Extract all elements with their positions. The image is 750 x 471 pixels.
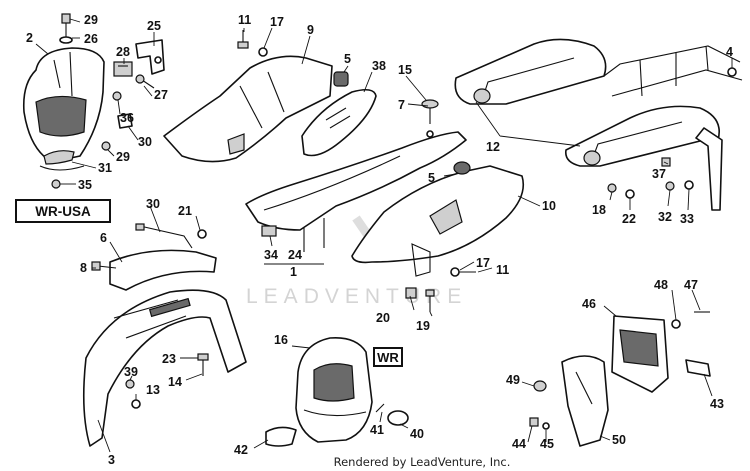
bolt-11-17 bbox=[237, 30, 268, 57]
callout-24: 24 bbox=[288, 248, 302, 262]
callout-45: 45 bbox=[540, 437, 554, 451]
mudflap-50 bbox=[561, 355, 609, 447]
clip-28 bbox=[113, 61, 133, 77]
callout-20: 20 bbox=[376, 311, 390, 325]
bolt-27 bbox=[135, 74, 155, 89]
callout-36: 36 bbox=[120, 111, 134, 125]
callout-35: 35 bbox=[78, 178, 92, 192]
callout-10: 10 bbox=[542, 199, 556, 213]
callout-22: 22 bbox=[622, 212, 636, 226]
callout-43: 43 bbox=[710, 397, 724, 411]
nut-20-bolt-19 bbox=[405, 287, 435, 312]
callout-49: 49 bbox=[506, 373, 520, 387]
nut-39-13 bbox=[125, 379, 141, 409]
callout-26: 26 bbox=[84, 32, 98, 46]
callout-44: 44 bbox=[512, 437, 526, 451]
grommet-5-top bbox=[333, 71, 349, 87]
seat-assembly bbox=[245, 131, 467, 252]
callout-33: 33 bbox=[680, 212, 694, 226]
callout-23: 23 bbox=[162, 352, 176, 366]
callout-18: 18 bbox=[592, 203, 606, 217]
callout-32: 32 bbox=[658, 210, 672, 224]
clip-34 bbox=[261, 225, 277, 237]
callout-14: 14 bbox=[168, 375, 182, 389]
callout-27: 27 bbox=[154, 88, 168, 102]
cable-31-35 bbox=[39, 165, 85, 189]
wr-usa-label: WR-USA bbox=[35, 204, 91, 219]
callout-39: 39 bbox=[124, 365, 138, 379]
callout-16: 16 bbox=[274, 333, 288, 347]
callout-7: 7 bbox=[398, 98, 405, 112]
bracket-6 bbox=[109, 249, 217, 291]
front-fender-3 bbox=[82, 289, 247, 447]
callout-31: 31 bbox=[98, 161, 112, 175]
cable-30-21 bbox=[135, 223, 207, 249]
callout-47: 47 bbox=[684, 278, 698, 292]
nut-41-40 bbox=[375, 403, 409, 426]
callout-29: 29 bbox=[84, 13, 98, 27]
callout-30: 30 bbox=[138, 135, 152, 149]
number-plate-16 bbox=[295, 336, 373, 443]
callout-9: 9 bbox=[307, 23, 314, 37]
bolt-29-26-stack bbox=[59, 13, 73, 44]
callout-3: 3 bbox=[108, 453, 115, 467]
callout-46: 46 bbox=[582, 297, 596, 311]
callout-38: 38 bbox=[372, 59, 386, 73]
callout-8: 8 bbox=[80, 261, 87, 275]
callout-29b: 29 bbox=[116, 150, 130, 164]
callout-34: 34 bbox=[264, 248, 278, 262]
callout-19: 19 bbox=[416, 319, 430, 333]
clip-30-29 bbox=[101, 113, 133, 151]
rear-fender-12-lower bbox=[564, 105, 723, 211]
callout-30b: 30 bbox=[146, 197, 160, 211]
bracket-25 bbox=[135, 39, 165, 75]
side-cover-9 bbox=[163, 55, 333, 163]
callout-42: 42 bbox=[234, 443, 248, 457]
callout-21: 21 bbox=[178, 204, 192, 218]
callout-15: 15 bbox=[398, 63, 412, 77]
callout-50: 50 bbox=[612, 433, 626, 447]
headlight-cowl-wr-usa bbox=[22, 47, 105, 165]
credit-text: Rendered by LeadVenture, Inc. bbox=[334, 455, 511, 469]
callout-37: 37 bbox=[652, 167, 666, 181]
callout-25: 25 bbox=[147, 19, 161, 33]
bolt-23-14 bbox=[197, 353, 209, 376]
callout-41: 41 bbox=[370, 423, 384, 437]
callout-11b: 11 bbox=[496, 263, 509, 277]
callout-2: 2 bbox=[26, 31, 33, 45]
callout-4: 4 bbox=[726, 45, 733, 59]
subframe bbox=[603, 45, 743, 97]
nut-36 bbox=[112, 91, 122, 101]
leader-lines bbox=[35, 18, 733, 453]
wr-usa-badge: WR-USA bbox=[15, 199, 111, 223]
bracket-43 bbox=[685, 359, 711, 377]
callout-11: 11 bbox=[238, 13, 251, 27]
wr-badge: WR bbox=[373, 347, 403, 367]
callout-numbers: 29 26 2 25 28 27 36 30 29 31 35 11 17 9 … bbox=[26, 13, 733, 467]
number-plate-38 bbox=[301, 88, 377, 157]
rear-fender-12-upper bbox=[454, 38, 607, 105]
callout-17: 17 bbox=[270, 15, 284, 29]
callout-28: 28 bbox=[116, 45, 130, 59]
callout-1: 1 bbox=[290, 265, 297, 279]
callout-13: 13 bbox=[146, 383, 160, 397]
callout-48: 48 bbox=[654, 278, 668, 292]
wr-label: WR bbox=[377, 350, 399, 365]
bolt-8 bbox=[91, 261, 117, 271]
callout-12: 12 bbox=[486, 140, 500, 154]
hardware-18-22-32-33-37-4 bbox=[607, 67, 737, 199]
callout-40: 40 bbox=[410, 427, 424, 441]
callout-17b: 17 bbox=[476, 256, 490, 270]
callout-5b: 5 bbox=[428, 171, 435, 185]
bolt-17-11-lower bbox=[450, 267, 476, 277]
callout-6: 6 bbox=[100, 231, 107, 245]
plate-holder-46 bbox=[611, 315, 669, 393]
clamp-42 bbox=[265, 426, 297, 447]
side-cover-10 bbox=[351, 161, 525, 277]
callout-5: 5 bbox=[344, 52, 351, 66]
